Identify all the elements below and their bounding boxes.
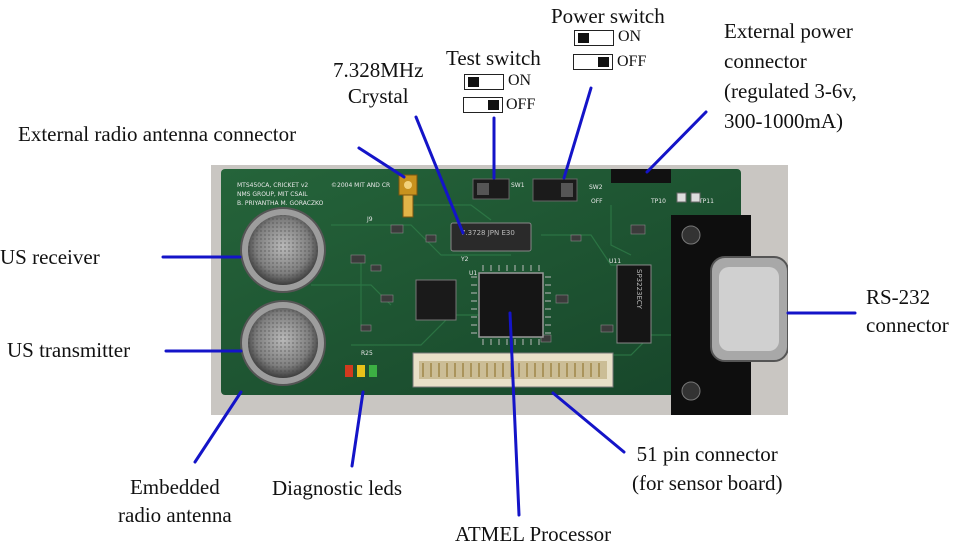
silk-copyright: ©2004 MIT AND CR	[331, 182, 390, 189]
label-diagnostic-leds: Diagnostic leds	[272, 476, 403, 500]
silk-title: MTS450CA, CRICKET v2	[237, 182, 308, 189]
silk-max-chip: SP3223ECY	[635, 269, 643, 310]
leader-atmel	[508, 311, 521, 517]
power-switch-off-icon	[573, 54, 613, 70]
leader-ext-power	[645, 110, 708, 174]
leader-diagnostic-leds	[350, 390, 365, 468]
crystal-part: 7.3728 JPN E30	[450, 222, 532, 252]
test-switch-on-label: ON	[508, 72, 532, 89]
label-crystal: 7.328MHz Crystal	[333, 58, 424, 108]
silk-tp10: TP10	[650, 198, 666, 205]
silk-j9: J9	[366, 216, 373, 223]
label-us-receiver: US receiver	[0, 245, 100, 269]
leader-radio-antenna	[357, 146, 406, 179]
power-connector-part	[611, 169, 671, 183]
silk-tp11: TP11	[698, 198, 714, 205]
leader-crystal	[414, 115, 465, 235]
power-switch-on-icon	[574, 30, 614, 46]
label-radio-antenna-connector: External radio antenna connector	[18, 122, 297, 146]
power-switch-part	[532, 178, 578, 202]
leader-embedded-antenna	[193, 390, 243, 464]
test-switch-on-icon	[464, 74, 504, 90]
label-51pin-connector: 51 pin connector (for sensor board)	[632, 442, 783, 495]
silk-u11: U11	[609, 258, 621, 265]
test-switch-part	[472, 178, 510, 200]
test-switch-off-icon	[463, 97, 503, 113]
silk-org: NMS GROUP, MIT CSAIL	[237, 191, 308, 198]
label-test-switch: Test switch	[446, 46, 541, 70]
radio-ic-part	[415, 279, 457, 321]
db9-connector-part	[671, 215, 788, 415]
leader-51pin	[551, 391, 626, 454]
label-us-transmitter: US transmitter	[7, 338, 131, 362]
diagnostic-leds-part	[345, 365, 377, 377]
us-transmitter-part	[240, 300, 326, 386]
silk-authors: B. PRIYANTHA M. GORACZKO	[237, 200, 324, 207]
power-switch-off-label: OFF	[617, 53, 647, 70]
label-power-switch: Power switch	[551, 4, 665, 28]
label-ext-power: External power connector (regulated 3-6v…	[724, 19, 857, 133]
leader-power-switch	[562, 86, 593, 180]
power-switch-on-label: ON	[618, 28, 642, 45]
label-atmel-processor: ATMEL Processor	[455, 522, 612, 546]
rs232-chip-part: SP3223ECY	[616, 264, 652, 344]
antenna-connector-part	[398, 174, 418, 218]
silk-sw1: SW1	[511, 182, 525, 189]
test-switch-off-label: OFF	[506, 96, 536, 113]
silk-off: OFF	[591, 198, 603, 205]
label-embedded-antenna: Embedded radio antenna	[118, 475, 232, 527]
silk-y2: Y2	[460, 256, 469, 263]
silk-r25: R25	[361, 350, 373, 357]
silk-crystal-mark: 7.3728 JPN E30	[461, 229, 515, 237]
label-rs232: RS-232 connector	[866, 285, 949, 337]
us-receiver-part	[240, 207, 326, 293]
silk-sw2: SW2	[589, 184, 603, 191]
silk-u1: U1	[469, 270, 477, 277]
